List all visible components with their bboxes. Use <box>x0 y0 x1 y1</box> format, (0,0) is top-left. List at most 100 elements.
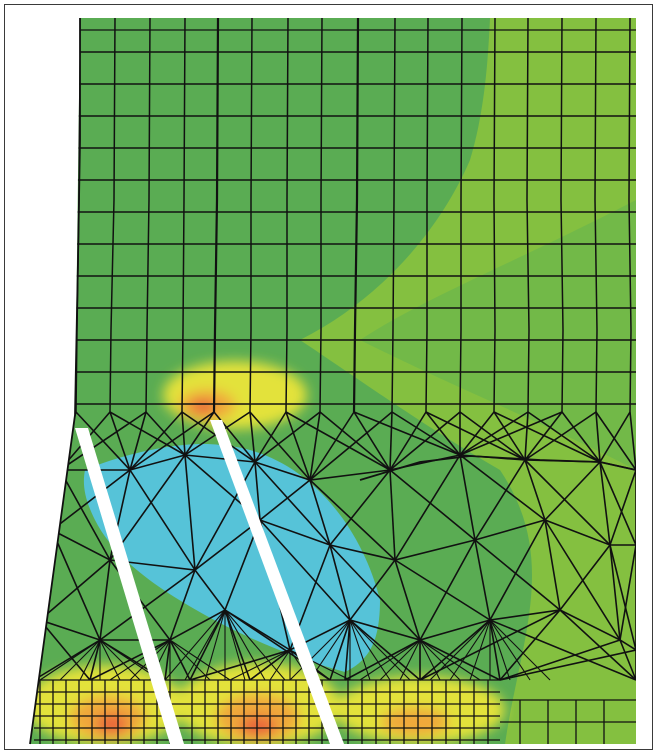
mesh-edge <box>561 411 601 463</box>
mesh-edge <box>285 411 311 481</box>
mesh-edge <box>353 411 391 471</box>
mesh-edge <box>39 619 91 681</box>
mesh-edge <box>499 639 621 681</box>
mesh-edge <box>499 649 636 681</box>
mesh-edge <box>474 459 526 541</box>
mesh-edge <box>389 411 461 471</box>
mesh-edge <box>449 619 491 681</box>
mesh-edge <box>560 18 564 413</box>
mesh-edge <box>524 411 597 461</box>
mesh-edge <box>349 559 396 621</box>
mesh-edge <box>169 569 196 641</box>
mesh-edge <box>285 18 289 413</box>
mesh-edge <box>619 544 636 641</box>
mesh-edge <box>39 559 111 621</box>
mesh-edge <box>229 649 291 681</box>
mesh-edge <box>344 619 351 681</box>
stress-hotspot-top <box>163 361 307 429</box>
mesh-edge <box>526 18 530 413</box>
mesh-edge <box>489 519 546 621</box>
mesh-edge <box>319 18 323 413</box>
mesh-edge <box>349 619 371 681</box>
mesh-edge <box>344 639 421 681</box>
mesh-edge <box>109 411 131 471</box>
mesh-edge <box>425 18 429 413</box>
mesh-edge <box>309 619 351 681</box>
mesh-edge <box>285 411 391 471</box>
mesh-edge <box>224 609 246 681</box>
mesh-edge <box>399 639 421 681</box>
mesh-edge <box>329 619 351 681</box>
mesh-edge <box>184 454 196 571</box>
mesh-edge <box>489 619 636 681</box>
mesh-edge <box>609 544 636 651</box>
mesh-edge <box>129 411 183 471</box>
mesh-edge <box>249 411 311 481</box>
mesh-edge <box>89 639 101 681</box>
mesh-edge <box>39 639 101 681</box>
mesh-edge <box>619 639 636 681</box>
mesh-edge <box>99 559 111 641</box>
mesh-edge <box>109 639 171 681</box>
mesh-edge <box>609 469 636 546</box>
mesh-edge <box>524 459 546 521</box>
mesh-edge <box>349 619 391 681</box>
mesh-edge <box>459 18 463 413</box>
mesh-edge <box>499 609 561 681</box>
mesh-edge <box>379 639 421 681</box>
mesh-edge <box>249 411 256 463</box>
mesh-edge <box>359 639 421 681</box>
body-outline <box>29 18 81 745</box>
mesh-edge <box>349 619 421 681</box>
mesh-edge <box>254 411 321 463</box>
mesh-edge <box>524 411 529 461</box>
mesh-edge <box>194 461 256 571</box>
mesh-edge <box>224 609 266 681</box>
mesh-edge <box>224 609 286 681</box>
mesh-edge <box>249 649 291 681</box>
mesh-edge <box>169 639 231 681</box>
low-stress-zone-cyan <box>83 444 380 672</box>
mesh-edge <box>259 519 351 621</box>
mesh-edge <box>204 609 226 681</box>
mesh-edge <box>109 411 186 456</box>
mesh-edge <box>51 519 636 571</box>
mesh-edge <box>145 411 186 456</box>
mesh-edge <box>599 411 631 463</box>
mesh-edge <box>224 609 251 681</box>
mesh-edge <box>169 639 191 681</box>
mesh-edge <box>419 619 491 681</box>
mesh-edge <box>389 469 396 561</box>
mesh-edge <box>559 609 636 681</box>
mesh-edge <box>129 411 215 471</box>
mesh-edge <box>359 455 636 481</box>
mesh-edge <box>524 459 611 546</box>
mesh-edge <box>254 411 287 463</box>
mesh-edge <box>527 411 601 463</box>
mesh-edge <box>544 461 601 521</box>
mesh-edge <box>459 411 563 456</box>
mesh-edge <box>59 469 111 561</box>
mesh-edge <box>559 544 611 611</box>
lower-refined-mesh <box>34 609 636 744</box>
mesh-edge <box>259 479 311 521</box>
mesh-edge <box>459 411 495 456</box>
mesh-edge <box>493 411 526 461</box>
mesh-edge <box>164 609 226 681</box>
mesh-edge <box>254 461 331 546</box>
mesh-edge <box>51 469 131 531</box>
mesh-edge <box>352 18 360 413</box>
mesh-edge <box>79 639 101 681</box>
mesh-edge <box>164 639 171 681</box>
mesh-edge <box>599 461 636 546</box>
mesh-edge <box>628 18 632 413</box>
fem-mesh-lines <box>33 18 636 744</box>
mesh-edge <box>429 619 491 681</box>
mesh-edge <box>181 18 186 413</box>
mesh-edge <box>629 411 636 471</box>
mesh-edge <box>389 411 393 471</box>
mesh-edge <box>459 411 526 461</box>
mesh-edge <box>394 559 421 641</box>
mesh-edge <box>194 569 226 611</box>
